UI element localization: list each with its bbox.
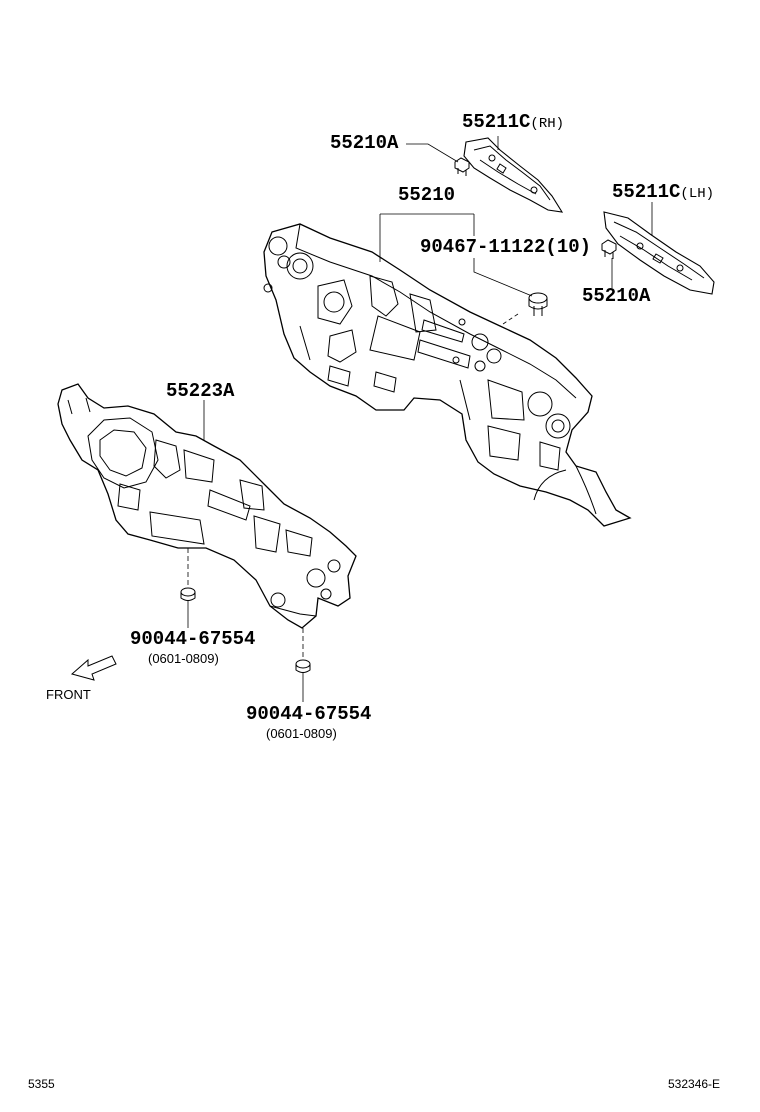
outer-silencer-part: [57, 383, 357, 629]
clip-lh-part: [601, 239, 617, 259]
label-clip-rh: 55210A: [330, 132, 399, 154]
silencer-rh-side: (RH): [530, 116, 565, 132]
label-clip-center: 90467-11122(10): [420, 238, 591, 257]
label-silencer-lh: 55211C(LH): [612, 183, 714, 202]
clip-center-number: 90467-11122: [420, 236, 546, 258]
label-silencer-rh: 55211C(RH): [462, 113, 564, 132]
silencer-rh-number: 55211C: [462, 111, 531, 133]
label-outer-silencer: 55223A: [166, 380, 235, 402]
dash-panel-part: [263, 223, 632, 527]
footer-page-code: 5355: [28, 1077, 55, 1091]
label-clip-lower-left-dates: (0601-0809): [148, 651, 219, 666]
label-front: FRONT: [46, 687, 91, 702]
silencer-lh-side: (LH): [680, 186, 715, 202]
clip-lower-left-part: [180, 587, 196, 601]
silencer-lh-number: 55211C: [612, 181, 681, 203]
clip-rh-part: [454, 157, 470, 176]
label-clip-lower-left: 90044-67554: [130, 628, 256, 650]
label-clip-lh: 55210A: [582, 285, 651, 307]
label-clip-lower-right: 90044-67554: [246, 703, 372, 725]
front-arrow-icon: [70, 655, 117, 681]
footer-illustration-code: 532346-E: [668, 1077, 721, 1091]
clip-lower-right-part: [295, 659, 311, 673]
label-dash-panel: 55210: [398, 184, 456, 206]
silencer-rh-part: [463, 137, 564, 213]
clip-center-part: [528, 292, 548, 316]
label-clip-lower-right-dates: (0601-0809): [266, 726, 337, 741]
silencer-lh-part: [603, 211, 715, 295]
clip-center-qty: (10): [545, 236, 592, 258]
leader-lines: [187, 136, 653, 702]
